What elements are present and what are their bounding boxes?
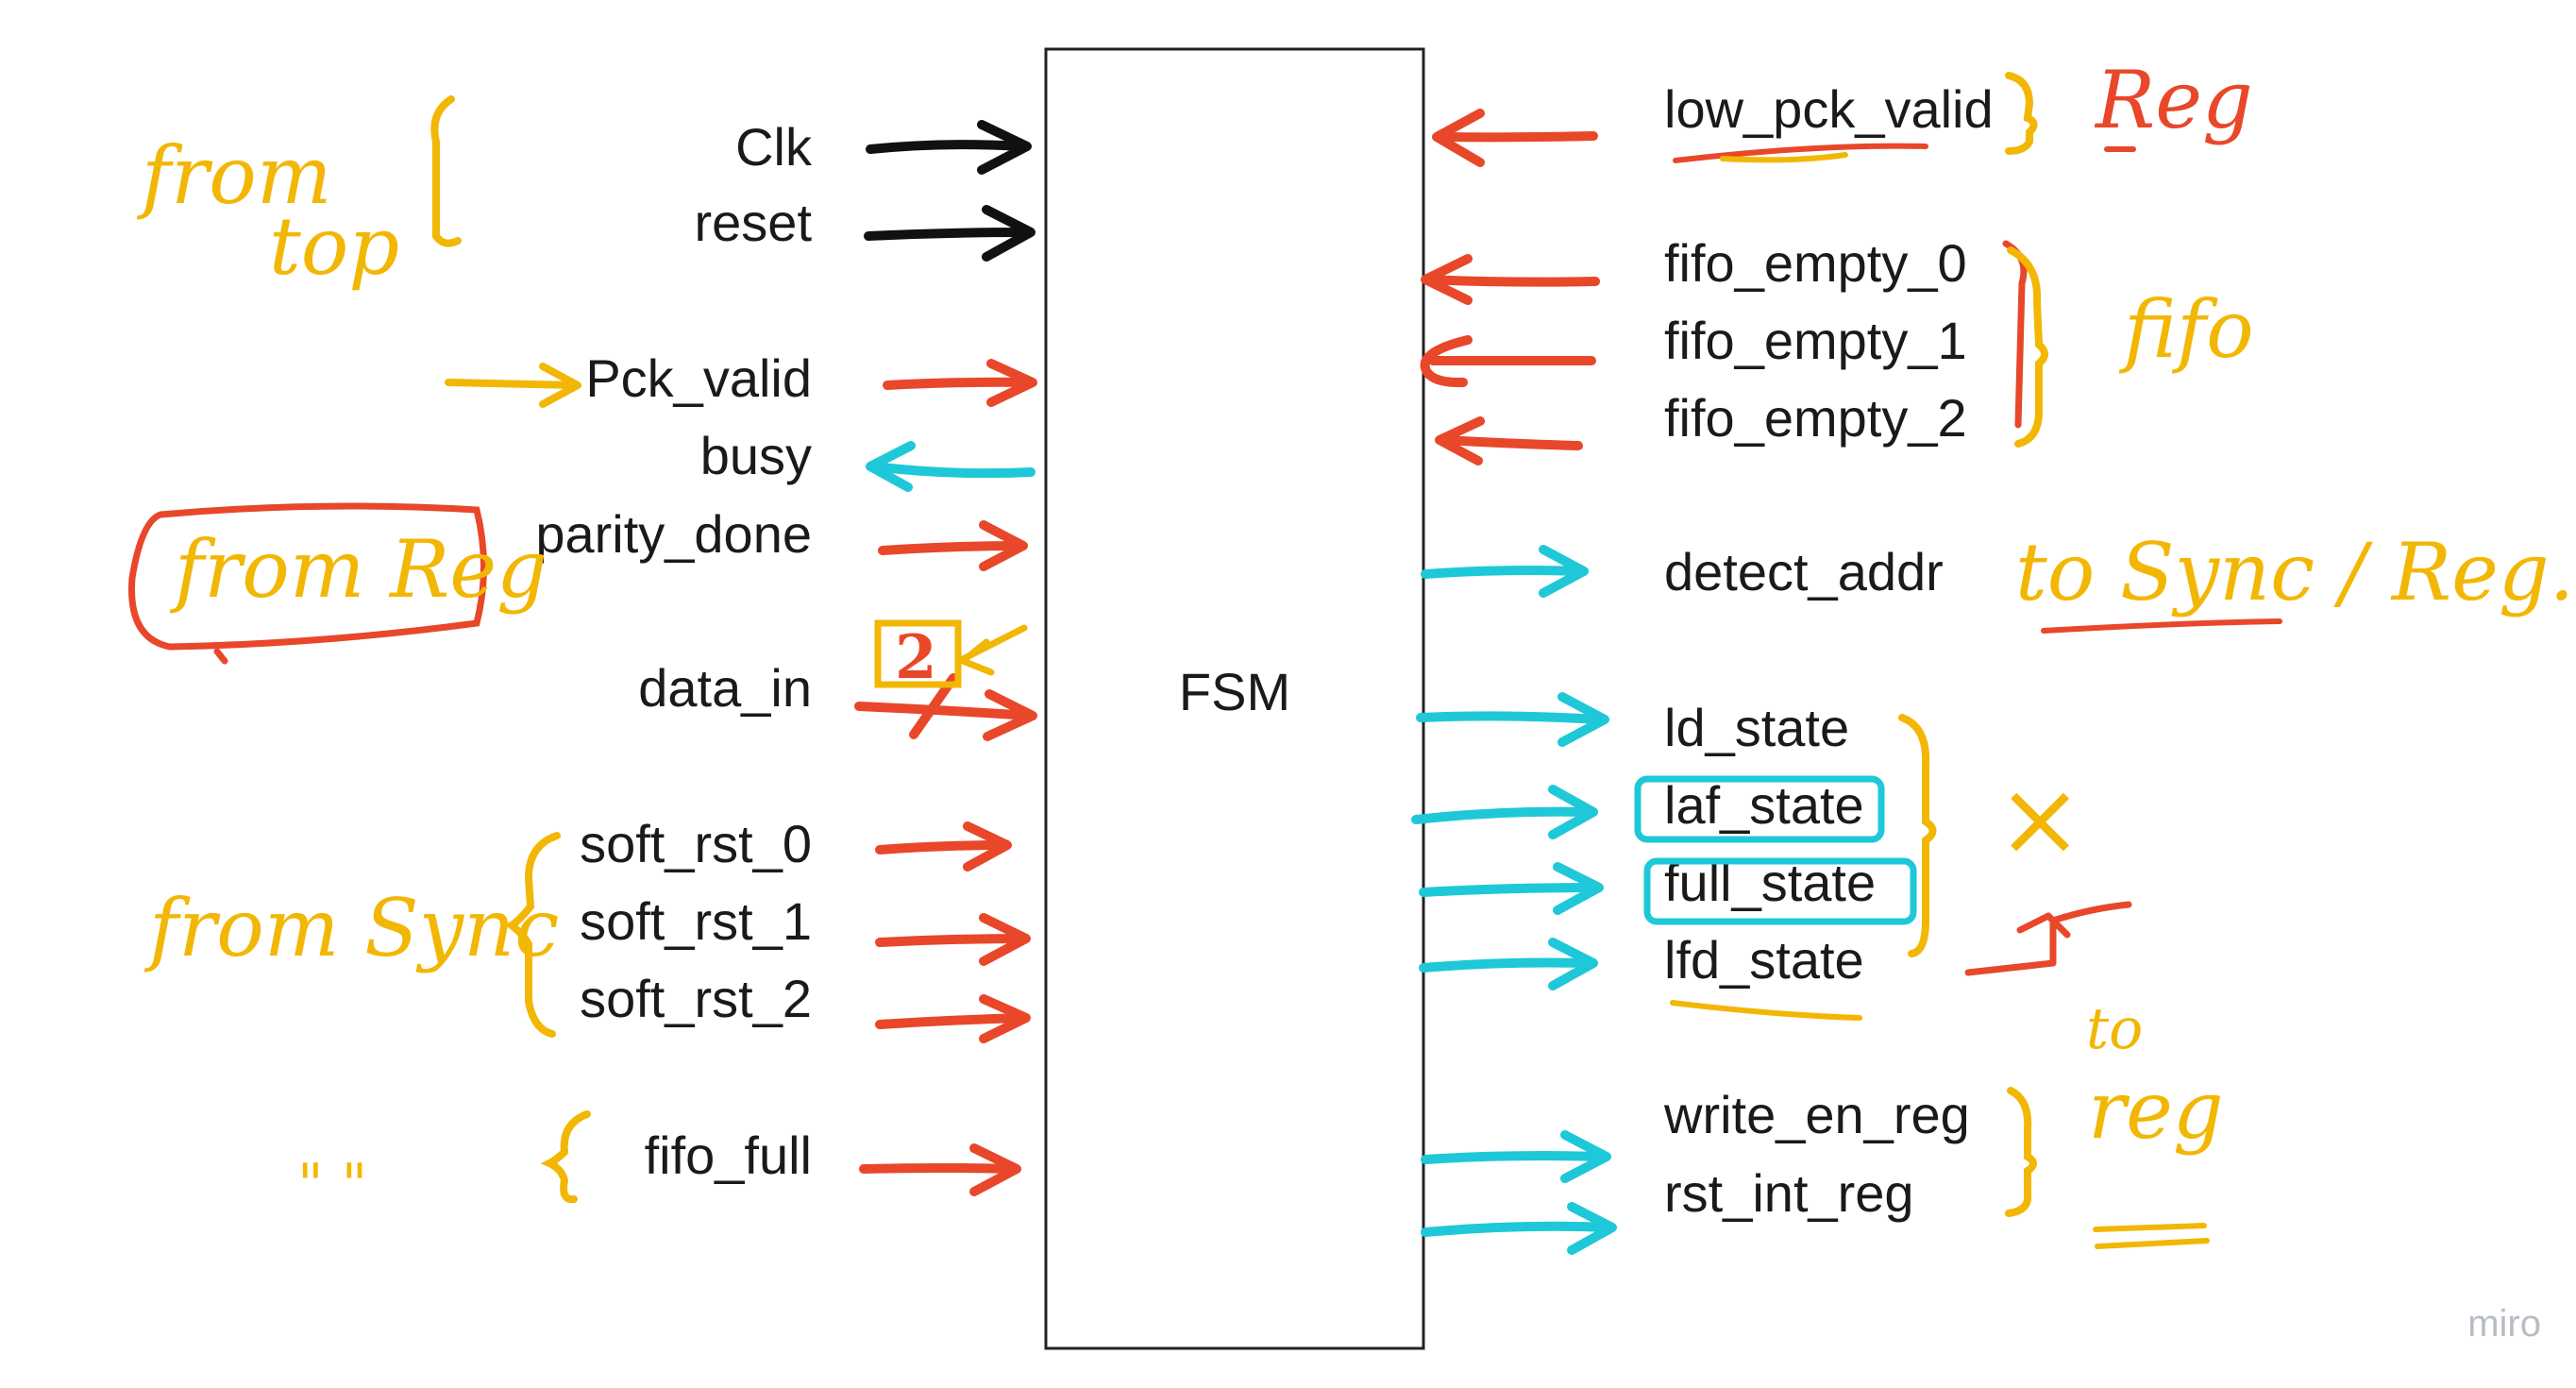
arrow-to-cross xyxy=(1964,901,2132,976)
note-from-top-1: from xyxy=(136,129,331,222)
signal-data-in: data_in xyxy=(638,658,812,718)
arrow-fifo-empty-1 xyxy=(1420,335,1596,388)
arrow-low-pck-valid xyxy=(1432,109,1598,167)
note-from-reg: from Reg xyxy=(169,523,547,616)
brace-soft-rst xyxy=(504,832,561,1038)
brace-low-pck-valid xyxy=(2005,72,2038,155)
note-fifo: fifo xyxy=(2118,283,2254,376)
arrow-reset xyxy=(864,205,1035,262)
arrow-detect-addr xyxy=(1421,545,1589,598)
brace-from-top xyxy=(430,95,462,247)
circle-from-reg xyxy=(128,502,487,665)
note-to-sync-reg: to Sync / Reg. xyxy=(2015,526,2574,618)
pointer-pck-valid xyxy=(445,363,581,408)
arrow-fifo-empty-2 xyxy=(1435,416,1583,465)
arrow-lfd-state xyxy=(1419,938,1598,990)
pointer-data-in-badge xyxy=(959,624,1028,676)
arrow-parity-done xyxy=(878,520,1028,571)
signal-lfd-state: lfd_state xyxy=(1664,930,1864,990)
underline-to-sync xyxy=(2041,618,2282,634)
signal-soft-rst-0: soft_rst_0 xyxy=(580,814,812,873)
arrow-full-state xyxy=(1419,862,1604,915)
note-reg: Reg xyxy=(2094,54,2253,146)
signal-fifo-full: fifo_full xyxy=(645,1126,812,1185)
brace-fifo-empty-red xyxy=(2002,240,2028,429)
signal-clk: Clk xyxy=(735,117,813,177)
arrow-laf-state xyxy=(1411,785,1598,839)
signal-ld-state: ld_state xyxy=(1664,698,1849,757)
note-from-top-2: top xyxy=(269,200,399,293)
underline-low-pck-valid-yellow xyxy=(1720,152,1848,163)
fsm-label: FSM xyxy=(1179,662,1290,721)
signal-busy: busy xyxy=(700,426,812,485)
arrow-write-en-reg xyxy=(1421,1130,1611,1183)
note-cross: × xyxy=(1996,758,2083,879)
arrow-rst-int-reg xyxy=(1421,1202,1617,1255)
signal-fifo-empty-0: fifo_empty_0 xyxy=(1664,233,1967,293)
arrow-fifo-empty-0 xyxy=(1421,254,1600,305)
underline-lfd-state xyxy=(1670,1000,1862,1021)
arrow-soft-rst-0 xyxy=(875,821,1012,872)
signal-low-pck-valid: low_pck_valid xyxy=(1664,79,1994,139)
miro-watermark: miro xyxy=(2467,1303,2541,1345)
arrow-ld-state xyxy=(1416,692,1609,747)
arrow-fifo-full xyxy=(859,1143,1021,1196)
badge-data-in-box xyxy=(874,619,962,688)
signal-write-en-reg: write_en_reg xyxy=(1663,1085,1970,1144)
arrow-pck-valid xyxy=(883,359,1037,407)
signal-laf-state: laf_state xyxy=(1664,775,1864,835)
signal-fifo-empty-1: fifo_empty_1 xyxy=(1664,311,1967,370)
signal-parity-done: parity_done xyxy=(535,504,812,564)
double-underline-reg xyxy=(2093,1223,2210,1249)
note-from-sync: from Sync xyxy=(143,882,559,974)
note-reg2: reg xyxy=(2088,1064,2224,1157)
signal-detect-addr: detect_addr xyxy=(1664,542,1944,601)
signal-fifo-empty-2: fifo_empty_2 xyxy=(1664,388,1967,448)
signal-rst-int-reg: rst_int_reg xyxy=(1664,1163,1914,1223)
signal-soft-rst-2: soft_rst_2 xyxy=(580,969,812,1028)
highlight-laf-state xyxy=(1634,775,1885,843)
arrow-soft-rst-2 xyxy=(875,994,1031,1043)
brace-reg-outputs xyxy=(2005,1087,2037,1217)
arrow-soft-rst-1 xyxy=(875,913,1031,966)
fsm-box xyxy=(1044,47,1425,1350)
signal-reset: reset xyxy=(695,193,813,252)
highlight-full-state xyxy=(1643,857,1917,925)
note-ditto: " " xyxy=(297,1152,367,1218)
note-to: to xyxy=(2086,996,2143,1062)
badge-data-in: 2 xyxy=(895,622,937,693)
brace-fifo-empty xyxy=(2007,246,2048,448)
signal-soft-rst-1: soft_rst_1 xyxy=(580,891,812,951)
brace-fifo-full xyxy=(540,1110,591,1204)
underline-low-pck-valid-red xyxy=(1673,143,1928,163)
signal-pck-valid: Pck_valid xyxy=(585,348,812,408)
brace-states xyxy=(1898,714,1937,957)
arrow-busy xyxy=(866,441,1035,492)
arrow-clk xyxy=(866,120,1032,175)
